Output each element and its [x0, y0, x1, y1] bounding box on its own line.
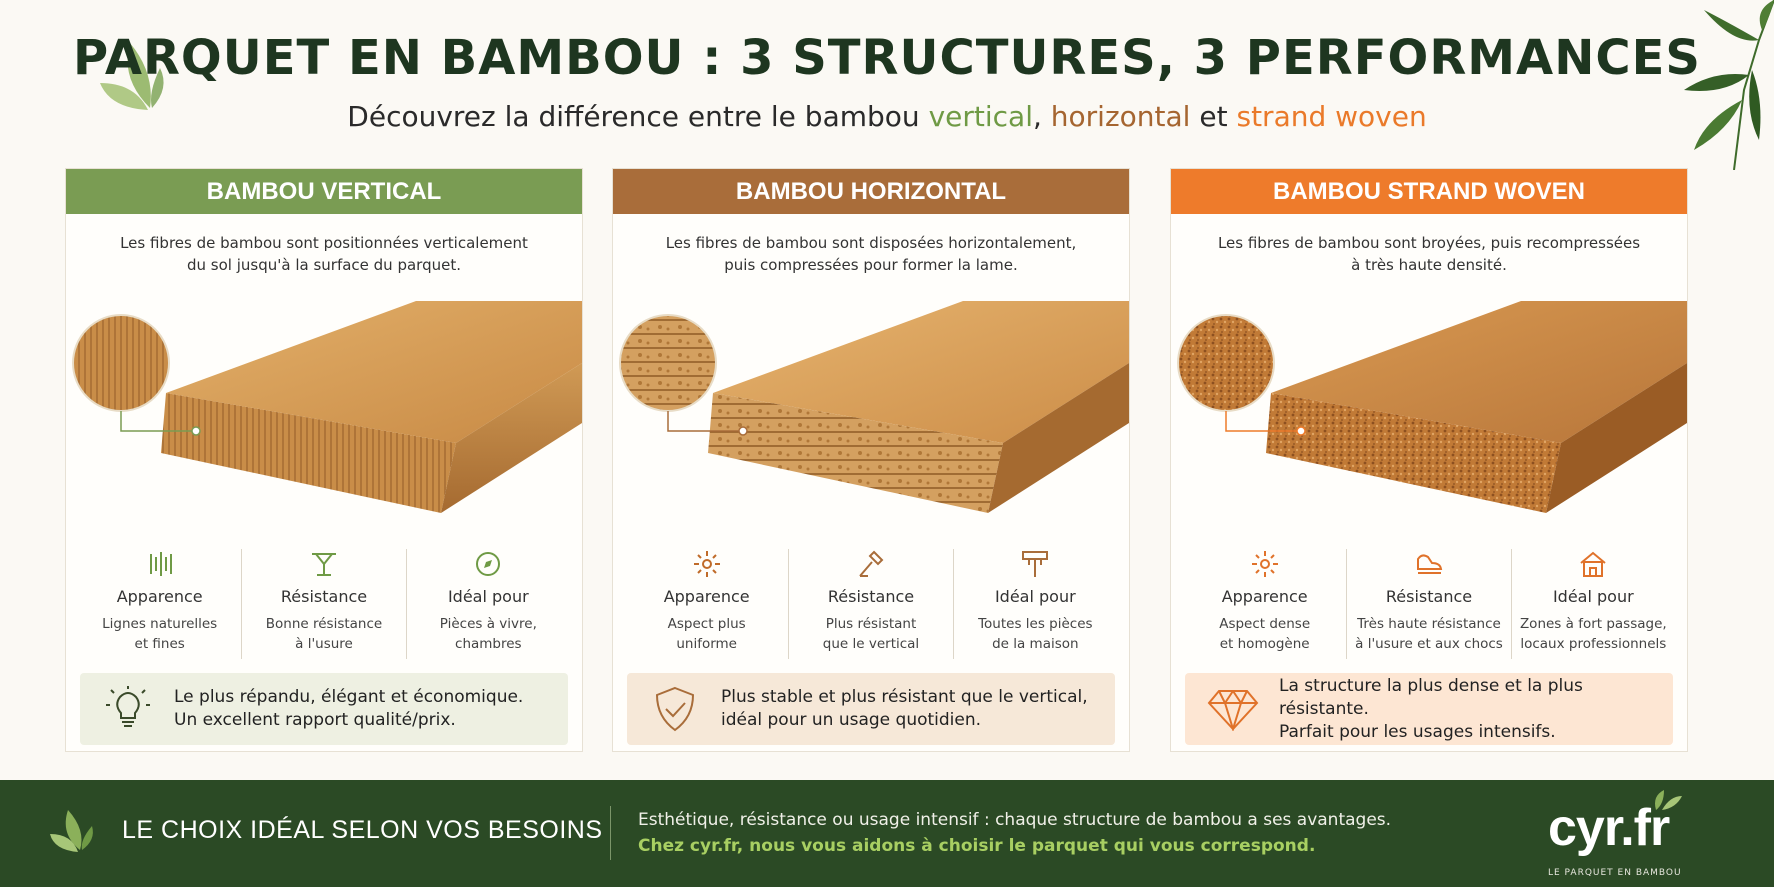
shield-check-icon [647, 685, 703, 733]
feature-title: Apparence [663, 587, 750, 606]
card-strand-woven: BAMBOU STRAND WOVEN Les fibres de bambou… [1170, 168, 1688, 752]
subtitle-vertical: vertical [928, 100, 1033, 133]
footer-banner: LE CHOIX IDÉAL SELON VOS BESOINS Esthéti… [0, 780, 1774, 887]
highlight-box: La structure la plus dense et la plus ré… [1185, 673, 1673, 745]
card-horizontal: BAMBOU HORIZONTAL Les fibres de bambou s… [612, 168, 1130, 752]
feature-title: Résistance [827, 587, 915, 606]
subtitle-prefix: Découvrez la différence entre le bambou [347, 100, 929, 133]
feature-text: Pièces à vivre,chambres [439, 616, 537, 652]
feature-ideal: Idéal pour Zones à fort passage,locaux p… [1510, 549, 1675, 659]
footer-text: Esthétique, résistance ou usage intensif… [638, 810, 1392, 830]
desc-line: du sol jusqu'à la surface du parquet. [187, 256, 461, 274]
diamond-icon [1205, 687, 1261, 731]
feature-title: Résistance [280, 587, 368, 606]
compass-icon [407, 549, 570, 579]
card-vertical: BAMBOU VERTICAL Les fibres de bambou son… [65, 168, 583, 752]
bamboo-leaf-icon [100, 43, 164, 110]
lightbulb-icon [100, 685, 156, 733]
highlight-text: La structure la plus dense et la plus ré… [1279, 675, 1583, 742]
subtitle-strand: strand woven [1236, 100, 1427, 133]
footer-cta-text: Chez cyr.fr, nous vous aidons à choisir … [638, 836, 1316, 856]
card-title: BAMBOU STRAND WOVEN [1171, 169, 1687, 214]
subtitle-and: et [1190, 100, 1237, 133]
page-subtitle: Découvrez la différence entre le bambou … [0, 100, 1774, 133]
desc-line: Les fibres de bambou sont positionnées v… [120, 234, 528, 252]
card-title: BAMBOU HORIZONTAL [613, 169, 1129, 214]
card-description: Les fibres de bambou sont positionnées v… [66, 232, 582, 280]
feature-title: Idéal pour [994, 587, 1076, 606]
desc-line: Les fibres de bambou sont broyées, puis … [1217, 234, 1641, 252]
page-title: PARQUET EN BAMBOU : 3 STRUCTURES, 3 PERF… [73, 30, 1701, 86]
subtitle-comma: , [1032, 100, 1051, 133]
horizontal-plank-image [619, 301, 1129, 513]
subtitle-horizontal: horizontal [1050, 100, 1191, 133]
feature-title: Apparence [1221, 587, 1308, 606]
highlight-text: Plus stable et plus résistant que le ver… [721, 687, 1088, 730]
highlight-text: Le plus répandu, élégant et économique. … [174, 687, 524, 730]
shoe-icon [1347, 549, 1510, 579]
desc-line: puis compressées pour former la lame. [724, 256, 1018, 274]
feature-title: Idéal pour [447, 587, 529, 606]
hammer-icon [789, 549, 952, 579]
brand-logo[interactable]: cyr.fr [1548, 799, 1670, 857]
feature-ideal: Idéal pour Pièces à vivre,chambres [405, 549, 570, 659]
desc-line: Les fibres de bambou sont disposées hori… [665, 234, 1077, 252]
highlight-box: Le plus répandu, élégant et économique. … [80, 673, 568, 745]
feature-title: Apparence [116, 587, 203, 606]
sun-icon [625, 549, 788, 579]
highlight-box: Plus stable et plus résistant que le ver… [627, 673, 1115, 745]
resistance-icon [242, 549, 405, 579]
feature-title: Résistance [1385, 587, 1473, 606]
roller-icon [954, 549, 1117, 579]
strand-woven-plank-image [1177, 301, 1687, 513]
logo-leaf-icon [1655, 790, 1682, 810]
feature-text: Zones à fort passage,locaux professionne… [1519, 616, 1667, 652]
footer-divider [610, 806, 611, 860]
card-title: BAMBOU VERTICAL [66, 169, 582, 214]
building-icon [1512, 549, 1675, 579]
desc-line: à très haute densité. [1351, 256, 1507, 274]
card-description: Les fibres de bambou sont broyées, puis … [1171, 232, 1687, 280]
sun-icon [1183, 549, 1346, 579]
vertical-lines-icon [78, 549, 241, 579]
feature-title: Idéal pour [1552, 587, 1634, 606]
bamboo-leaf-icon [50, 810, 93, 852]
footer-title: LE CHOIX IDÉAL SELON VOS BESOINS [122, 816, 603, 844]
vertical-plank-image [72, 301, 582, 513]
brand-tagline: LE PARQUET EN BAMBOU [1548, 868, 1682, 878]
bamboo-branch-icon [1684, 0, 1774, 170]
card-description: Les fibres de bambou sont disposées hori… [613, 232, 1129, 280]
